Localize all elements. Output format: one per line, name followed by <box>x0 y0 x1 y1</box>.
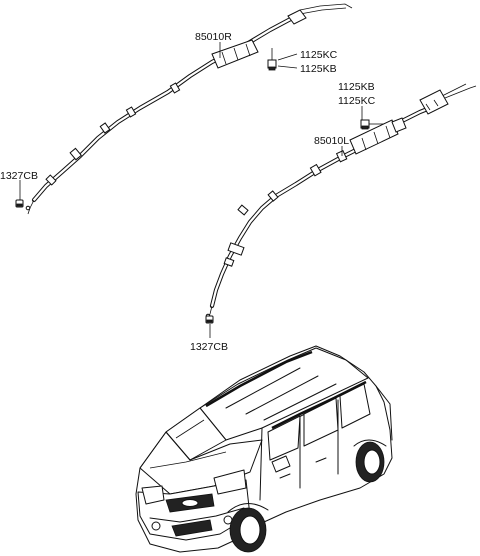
left-curtain-airbag-module <box>205 83 477 319</box>
right-mounting-bolt <box>267 48 277 71</box>
label-1327cb-right: 1327CB <box>0 170 38 182</box>
label-1125kc-left: 1125KC <box>338 95 376 107</box>
label-1327cb-left: 1327CB <box>190 341 228 353</box>
right-curtain-airbag-module <box>25 3 353 215</box>
label-1125kb-left: 1125KB <box>338 81 375 93</box>
left-clip-part <box>205 315 214 324</box>
label-85010r: 85010R <box>195 31 232 43</box>
label-1125kc-right: 1125KC <box>300 49 338 61</box>
right-clip-part <box>15 199 24 208</box>
vehicle-illustration <box>135 345 393 553</box>
left-mounting-bolt <box>360 119 384 130</box>
label-1125kb-right: 1125KB <box>300 63 337 75</box>
label-85010l: 85010L <box>314 135 349 147</box>
